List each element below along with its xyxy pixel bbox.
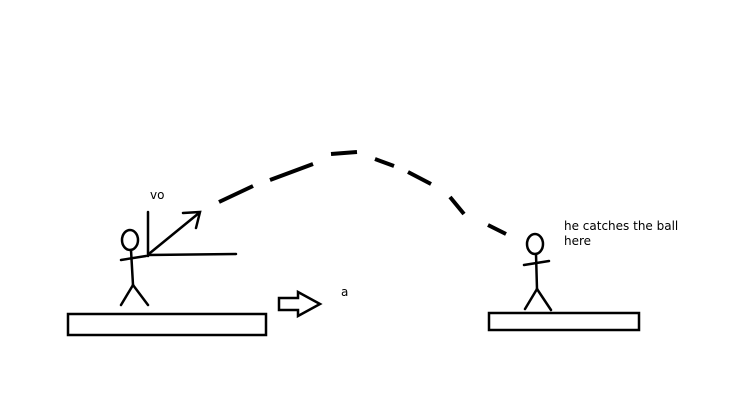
acceleration-label: a <box>341 285 349 299</box>
catcher-arms <box>522 259 551 267</box>
trajectory-dash <box>218 184 254 204</box>
trajectory-dash <box>269 162 314 182</box>
catcher-left-leg <box>523 287 539 311</box>
thrower-figure <box>119 228 150 307</box>
ball-trajectory <box>218 150 507 236</box>
trajectory-dash <box>374 157 395 168</box>
catcher-body <box>534 252 539 291</box>
velocity-arrow-head <box>181 210 202 230</box>
thrower-head <box>120 228 140 252</box>
trajectory-dash <box>330 150 358 156</box>
initial-velocity-label: vo <box>150 188 165 202</box>
acceleration-arrow <box>277 289 323 319</box>
thrower-left-leg <box>119 283 135 307</box>
trajectory-dash <box>487 223 507 236</box>
horizontal-axis-line <box>146 252 238 257</box>
velocity-arrow-shaft <box>148 211 201 255</box>
left-platform <box>66 312 268 337</box>
catcher-figure <box>522 232 553 312</box>
thrower-body <box>129 248 135 287</box>
trajectory-dash <box>448 195 466 216</box>
trajectory-dash <box>407 170 432 186</box>
right-platform <box>487 311 641 332</box>
catch-note-label: he catches the ball here <box>564 219 679 248</box>
thrower-right-leg <box>131 283 150 307</box>
catcher-right-leg <box>535 287 553 312</box>
velocity-vector <box>146 210 238 258</box>
catcher-head <box>525 232 545 256</box>
thrower-arms <box>119 254 148 262</box>
